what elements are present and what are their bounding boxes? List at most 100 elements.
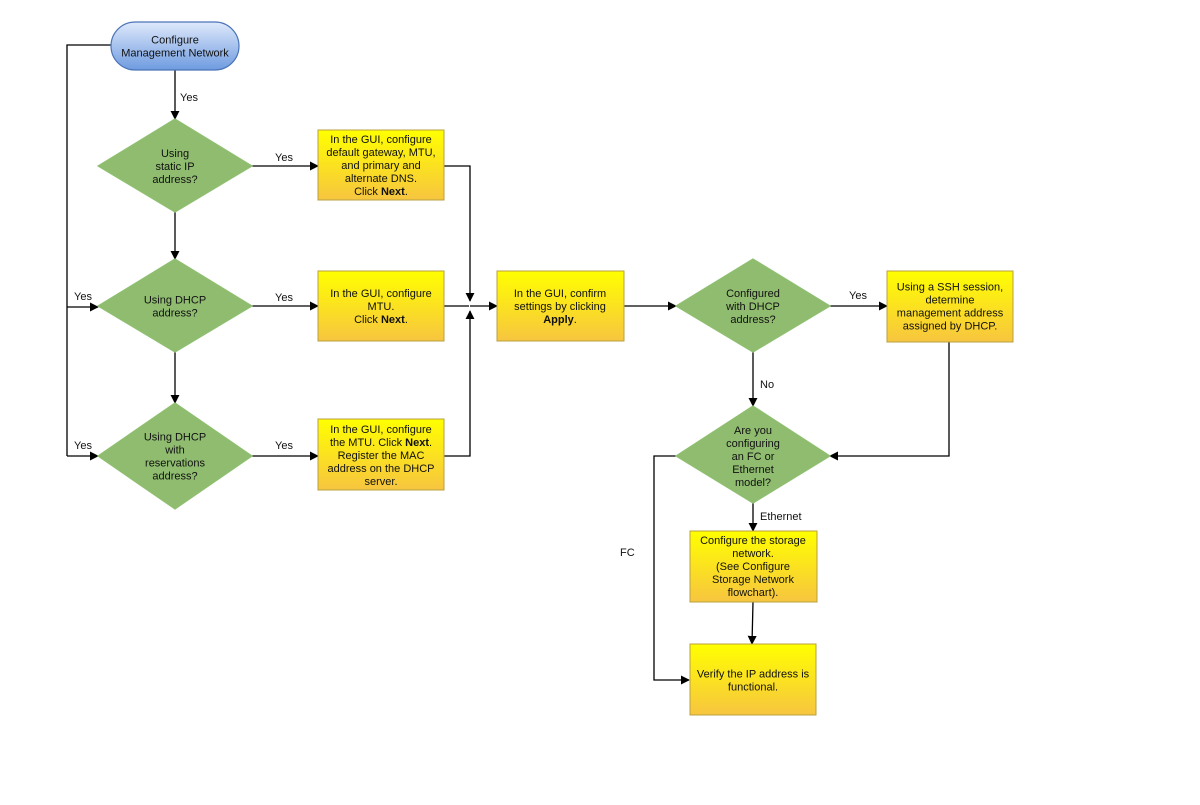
label-text: functional.: [728, 682, 778, 694]
label-line: address?: [152, 174, 197, 186]
label-line: Verify the IP address is: [697, 669, 810, 681]
edge-label-configured-yes: Yes: [849, 290, 867, 302]
label-line: In the GUI, configure: [330, 134, 432, 146]
label-line: with DHCP: [725, 301, 780, 313]
label-bold-word: Next: [405, 437, 429, 449]
label-text: Register the MAC: [338, 450, 425, 462]
label-bold-word: Apply: [543, 314, 574, 326]
edge-label-loop-res-yes: Yes: [74, 440, 92, 452]
label-line: settings by clicking: [514, 301, 606, 313]
label-line: Click Next.: [354, 186, 408, 198]
label-text: Configure the storage: [700, 535, 806, 547]
label-line: (See Configure: [716, 561, 790, 573]
label-line: Apply.: [543, 314, 577, 326]
label-line: Using DHCP: [144, 432, 206, 444]
label-text: address?: [730, 314, 775, 326]
label-line: configuring: [726, 438, 780, 450]
label-text: .: [429, 437, 432, 449]
label-line: MTU.: [368, 301, 395, 313]
label-line: Click Next.: [354, 314, 408, 326]
label-bold-word: Next: [381, 314, 405, 326]
label-line: the MTU. Click Next.: [330, 437, 432, 449]
edges: [66, 44, 950, 685]
label-text: settings by clicking: [514, 301, 606, 313]
label-text: .: [405, 314, 408, 326]
edge-ssh-to-fceth: [829, 342, 950, 461]
edge-res-cfg-to-merge: [444, 310, 475, 457]
label-line: Configure the storage: [700, 535, 806, 547]
edge-labels: Yes Yes Yes Yes Yes Yes Yes No Ethernet …: [74, 92, 867, 559]
label-line: In the GUI, configure: [330, 288, 432, 300]
label-line: address?: [152, 308, 197, 320]
label-text: model?: [735, 477, 771, 489]
label-line: Are you: [734, 425, 772, 437]
label-text: address on the DHCP: [328, 463, 435, 475]
label-text: flowchart).: [728, 587, 779, 599]
label-text: Are you: [734, 425, 772, 437]
label-text: server.: [364, 476, 397, 488]
label-line: server.: [364, 476, 397, 488]
label-text: (See Configure: [716, 561, 790, 573]
label-line: Configure: [151, 35, 199, 47]
label-text: In the GUI, configure: [330, 288, 432, 300]
label-text: alternate DNS.: [345, 173, 417, 185]
label-text: address?: [152, 174, 197, 186]
edge-label-dhcp-yes: Yes: [275, 292, 293, 304]
label-text: Using a SSH session,: [897, 282, 1003, 294]
edge-static-cfg-to-merge: [444, 165, 475, 302]
label-text: the MTU. Click: [330, 437, 405, 449]
label-text: default gateway, MTU,: [326, 147, 435, 159]
label-line: address on the DHCP: [328, 463, 435, 475]
label-text: with: [164, 445, 185, 457]
label-text: Click: [354, 186, 381, 198]
label-text: and primary and: [341, 160, 421, 172]
label-text: network.: [732, 548, 774, 560]
label-text: Verify the IP address is: [697, 669, 810, 681]
label-line: address?: [152, 471, 197, 483]
label-text: Storage Network: [712, 574, 794, 586]
label-bold-word: Next: [381, 186, 405, 198]
label-text: determine: [926, 295, 975, 307]
label-text: Ethernet: [732, 464, 774, 476]
label-line: Configured: [726, 288, 780, 300]
label-text: reservations: [145, 458, 205, 470]
edge-start-loop: [66, 44, 111, 456]
label-line: Register the MAC: [338, 450, 425, 462]
label-line: Ethernet: [732, 464, 774, 476]
label-line: address?: [730, 314, 775, 326]
label-line: model?: [735, 477, 771, 489]
label-text: MTU.: [368, 301, 395, 313]
label-text: In the GUI, configure: [330, 424, 432, 436]
label-line: and primary and: [341, 160, 421, 172]
label-line: Storage Network: [712, 574, 794, 586]
label-text: assigned by DHCP.: [903, 321, 998, 333]
label-text: management address: [897, 308, 1004, 320]
label-line: Using: [161, 148, 189, 160]
label-line: an FC or: [732, 451, 775, 463]
label-text: address?: [152, 471, 197, 483]
label-text: static IP: [155, 161, 194, 173]
label-text: .: [405, 186, 408, 198]
label-line: management address: [897, 308, 1004, 320]
label-text: In the GUI, confirm: [514, 288, 606, 300]
label-line: In the GUI, configure: [330, 424, 432, 436]
